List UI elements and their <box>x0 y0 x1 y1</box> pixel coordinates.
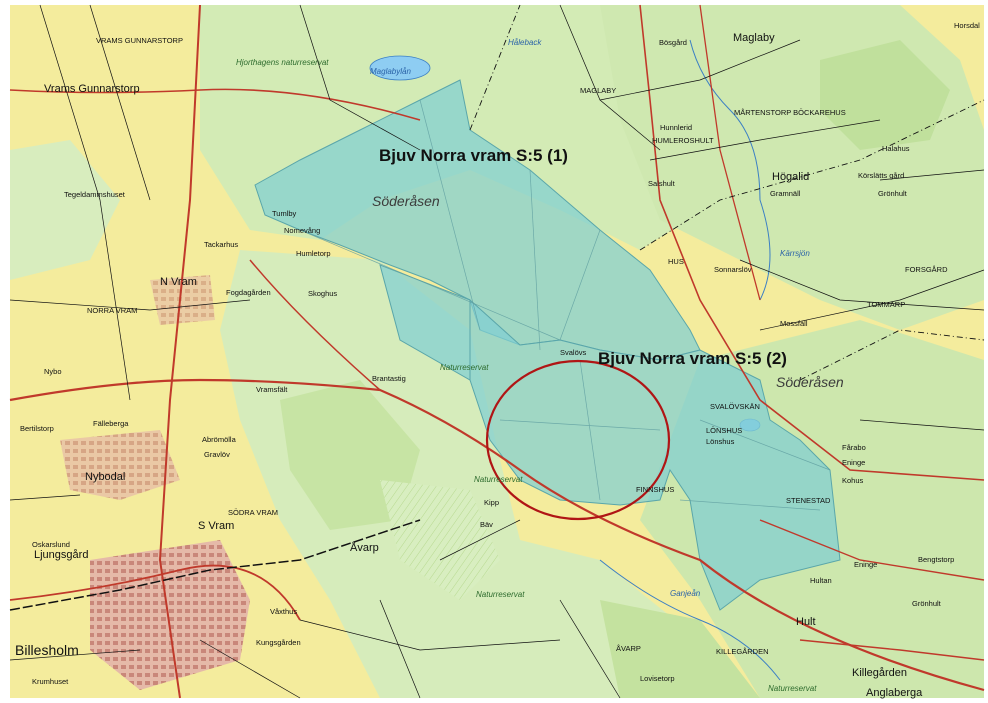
place-forsgard: FORSGÅRD <box>905 265 948 274</box>
town-killegarden: Killegården <box>852 667 907 679</box>
place-abromolla: Abrömölla <box>202 435 237 444</box>
place-tackarhus: Tackarhus <box>204 240 238 249</box>
place-humletorp: Humletorp <box>296 249 331 258</box>
roads <box>9 4 985 699</box>
place-vaxthus: Våxthus <box>270 607 297 616</box>
place-svalovskan: SVALÖVSKÄN <box>710 402 760 411</box>
nature-reserve-3: Naturreservat <box>768 684 817 693</box>
nature-reserve-4: Naturreservat <box>440 363 489 372</box>
place-falleberga: Fälleberga <box>93 419 129 428</box>
town-bengtstorp: Bengtstorp <box>918 555 954 564</box>
property-lines <box>299 99 831 511</box>
town-n-vram: N Vram <box>160 276 197 288</box>
place-vramsfalt: Vramsfält <box>256 385 288 394</box>
place-humleroshult: HUMLEROSHULT <box>652 136 714 145</box>
place-tommarp: TOMMARP <box>867 300 905 309</box>
place-horsdal: Horsdal <box>954 21 980 30</box>
place-hus: HUS <box>668 257 684 266</box>
place-svalovs: Svalövs <box>560 348 587 357</box>
place-stenestad: STENESTAD <box>786 496 831 505</box>
place-fogdagarden: Fogdagården <box>226 288 271 297</box>
place-finnshus: FINNSHUS <box>636 485 674 494</box>
place-bav: Bäv <box>480 520 493 529</box>
place-gramnall: Gramnäll <box>770 189 801 198</box>
water-ganjean: Ganjeån <box>670 589 701 598</box>
place-brantastig: Brantastig <box>372 374 406 383</box>
place-halahus: Halahus <box>882 144 910 153</box>
place-martenstorp: MÅRTENSTORP BÖCKAREHUS <box>734 108 846 117</box>
urban-areas <box>60 275 250 690</box>
place-farabo: Fårabo <box>842 443 866 452</box>
place-sodra-vram: SÖDRA VRAM <box>228 508 278 517</box>
admin-boundaries <box>469 4 985 381</box>
water-maglabylan: Maglabylån <box>370 67 411 76</box>
place-bosgard: Bösgård <box>659 38 687 47</box>
place-tumlby: Tumlby <box>272 209 297 218</box>
town-hult: Hult <box>796 616 816 628</box>
place-gravlov: Gravlöv <box>204 450 230 459</box>
town-vrams-gunnarstorp: Vrams Gunnarstorp <box>44 83 140 95</box>
minor-roads <box>9 4 985 699</box>
place-killegarden-caps: KILLEGÅRDEN <box>716 647 769 656</box>
place-skoghus: Skoghus <box>308 289 337 298</box>
place-kungsgarden: Kungsgården <box>256 638 301 647</box>
place-lovisetorp: Lovisetorp <box>640 674 675 683</box>
place-gronhult: Grönhult <box>878 189 908 198</box>
town-kohus: Kohus <box>842 476 864 485</box>
place-oskarslund: Oskarslund <box>32 540 70 549</box>
place-avarp: Åvarp <box>350 541 379 554</box>
place-norra-vram: NORRA VRAM <box>87 306 137 315</box>
lake-maglaby <box>369 55 431 81</box>
town-billesholm: Billesholm <box>15 642 79 658</box>
town-ljungsgard: Ljungsgård <box>34 549 88 561</box>
parcel-label-2: Bjuv Norra vram S:5 (2) <box>598 349 787 368</box>
railway <box>9 519 421 611</box>
town-gronhult: Grönhult <box>912 599 942 608</box>
town-eninge: Eninge <box>854 560 877 569</box>
place-sonnarslov: Sonnarslöv <box>714 265 752 274</box>
town-hogalid: Högalid <box>772 171 809 183</box>
place-vrams-gunnarstorp: VRAMS GUNNARSTORP <box>96 36 183 45</box>
place-nomevang: Nomevång <box>284 226 320 235</box>
place-kipp: Kipp <box>484 498 499 507</box>
town-nybodal: Nybodal <box>85 471 125 483</box>
nature-hjorthagen: Hjorthagens naturreservat <box>236 58 329 67</box>
area-label-soderasen-2: Söderåsen <box>776 374 844 390</box>
place-maglaby: MAGLABY <box>580 86 616 95</box>
place-salshult: Salshult <box>648 179 676 188</box>
town-maglaby: Maglaby <box>733 32 775 44</box>
place-krumhuset: Krumhuset <box>32 677 69 686</box>
water-haleback: Håleback <box>508 38 542 47</box>
labels: Bjuv Norra vram S:5 (1) Bjuv Norra vram … <box>15 21 980 699</box>
place-hultan: Hultan <box>810 576 832 585</box>
town-anglaberga: Anglaberga <box>866 687 923 699</box>
place-lonshus-small: Lönshus <box>706 437 735 446</box>
forest-areas <box>10 5 984 698</box>
place-nybo: Nybo <box>44 367 62 376</box>
place-avarp-caps: ÅVARP <box>616 644 641 653</box>
water-karrsjon: Kärrsjön <box>780 249 810 258</box>
nature-reserve-1: Naturreservat <box>474 475 523 484</box>
place-korslatts-gard: Körslätts gård <box>858 171 904 180</box>
area-label-soderasen-1: Söderåsen <box>372 193 440 209</box>
place-hunnlerid: Hunnlerid <box>660 123 692 132</box>
place-lonshus: LÖNSHUS <box>706 426 742 435</box>
place-mossfall: Mossfäll <box>780 319 808 328</box>
parcel-label-1: Bjuv Norra vram S:5 (1) <box>379 146 568 165</box>
highlight-circle <box>485 359 671 521</box>
place-eninge: Eninge <box>842 458 865 467</box>
parcel-areas <box>254 79 841 611</box>
place-bertilstorp: Bertilstorp <box>20 424 54 433</box>
town-s-vram: S Vram <box>198 520 234 532</box>
place-tegeldammshuset: Tegeldammshuset <box>64 190 126 199</box>
nature-reserve-2: Naturreservat <box>476 590 525 599</box>
parcel-2[interactable] <box>469 298 841 611</box>
